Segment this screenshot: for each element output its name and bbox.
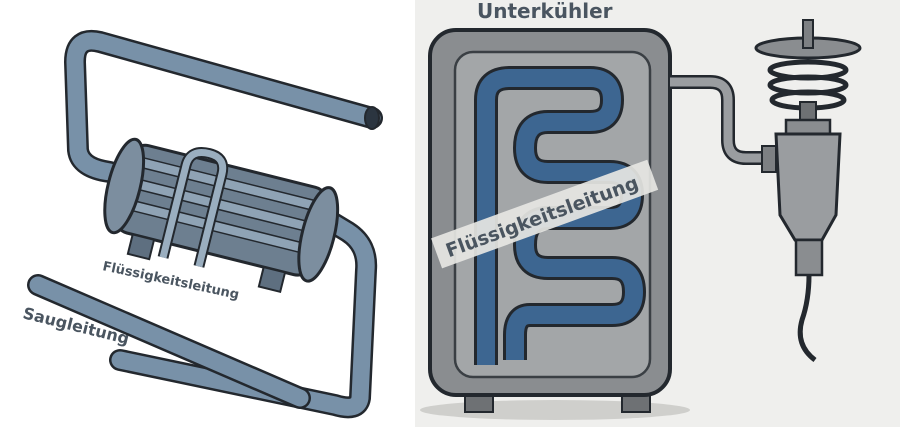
heat-exchanger-illustration: Flüssigkeitsleitung Saugleitung xyxy=(0,0,415,427)
expansion-valve xyxy=(754,19,862,362)
subcooler-title: Unterkühler xyxy=(477,0,613,23)
subcooler-illustration: Unterkühler Flüssigkeitsleitung xyxy=(415,0,900,427)
